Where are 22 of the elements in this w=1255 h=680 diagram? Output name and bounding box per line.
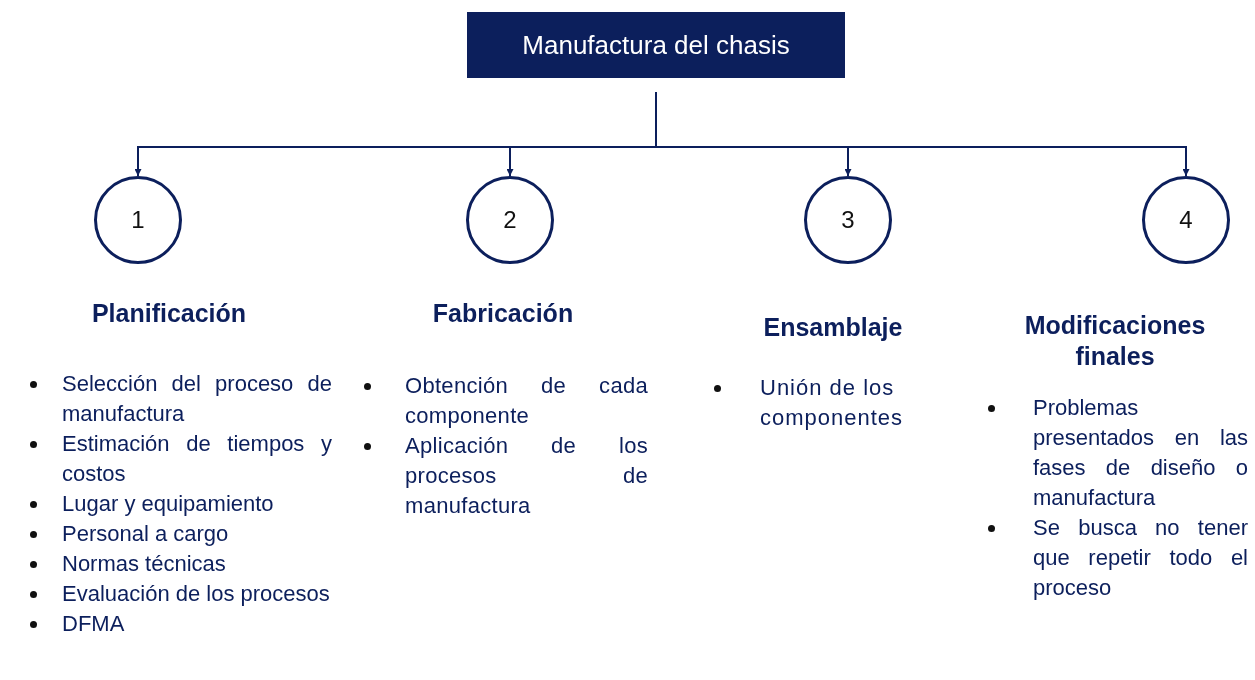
bullet-item: Lugar y equipamiento <box>24 489 332 520</box>
bullet-item: Personal a cargo <box>24 519 332 550</box>
step-circle: 1 <box>94 176 182 264</box>
column-heading: Fabricación <box>431 298 575 329</box>
bullet-item: Unión de los componentes <box>708 373 943 434</box>
bullet-item: Problemas presentados en las fases de diseño o manufactura <box>982 392 1248 513</box>
bullet-item: Selección del proceso de manufactura <box>24 369 332 430</box>
bullet-item: Se busca no tener que repetir todo el proceso <box>982 512 1248 603</box>
bullet-item: Aplicación de los procesos de manufactura <box>358 431 648 522</box>
column-heading: Ensamblaje <box>762 312 904 343</box>
bullet-item: Normas técnicas <box>24 549 332 580</box>
bullet-item: Estimación de tiempos y costos <box>24 429 332 490</box>
connector-arrow <box>655 91 1190 177</box>
bullet-item: Obtención de cada componente <box>358 371 648 432</box>
column-heading: Planificación <box>90 298 248 329</box>
bullet-item: Evaluación de los procesos <box>24 579 332 610</box>
title-box: Manufactura del chasis <box>467 12 845 78</box>
step-circle: 2 <box>466 176 554 264</box>
bullet-item: DFMA <box>24 609 332 640</box>
column-heading: Modificaciones finales <box>1023 310 1207 373</box>
step-circle: 3 <box>804 176 892 264</box>
step-circle: 4 <box>1142 176 1230 264</box>
